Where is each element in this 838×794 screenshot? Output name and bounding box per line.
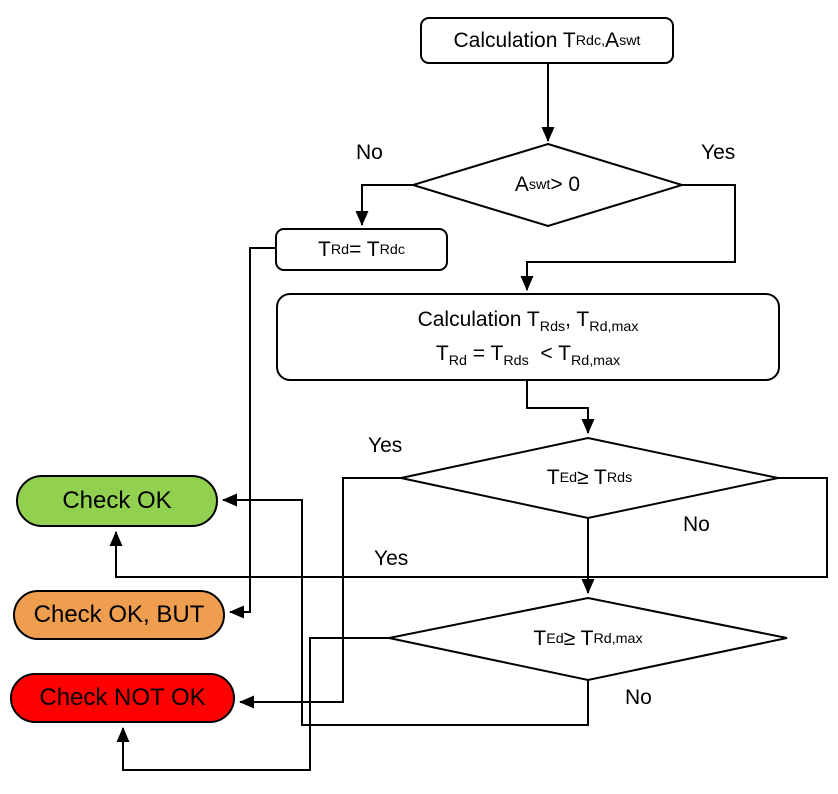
node-calculation-trds-line1: Calculation TRds, TRd,max [417, 308, 639, 336]
decision-ted-trds-shape [400, 436, 779, 520]
edge-label-no-aswt: No [356, 141, 383, 164]
edge-label-no-trds: No [683, 513, 710, 536]
edge-aswt-yes [520, 184, 736, 291]
edge-trdc-to-okbut [229, 247, 275, 619]
node-calculation-trds-trdmax: Calculation TRds, TRd,max TRd = TRds < T… [276, 293, 780, 381]
decision-ted-trdmax-shape [388, 596, 788, 682]
edge-trds-yes-to-notok [239, 477, 401, 709]
edge-label-no-trdmax: No [625, 686, 652, 709]
node-calculation-trds-line2: TRd = TRds < TRd,max [435, 342, 621, 370]
terminator-check-ok-but: Check OK, BUT [13, 590, 225, 640]
edge-calc2-to-trds [526, 381, 595, 434]
edge-label-yes-mid: Yes [374, 547, 409, 570]
terminator-check-ok: Check OK [16, 475, 218, 527]
edge-label-yes-trds: Yes [368, 434, 403, 457]
edge-trds-no-to-ok [109, 477, 828, 578]
edge-label-yes-aswt: Yes [701, 141, 736, 164]
edge-trdmax-no-to-ok [222, 493, 589, 726]
terminator-check-not-ok: Check NOT OK [10, 673, 235, 723]
edge-aswt-no [355, 184, 413, 226]
edge-trdmax-to-notok [116, 637, 389, 771]
decision-aswt-shape [409, 142, 686, 228]
